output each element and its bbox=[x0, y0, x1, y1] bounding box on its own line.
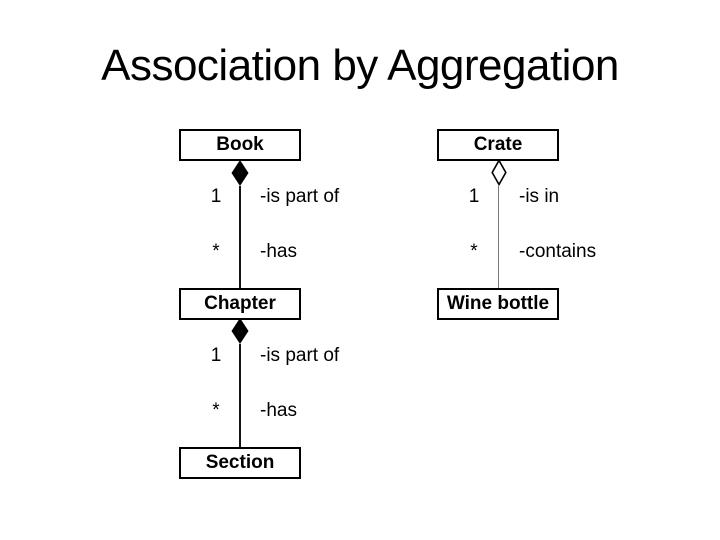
multiplicity-label: 1 bbox=[468, 186, 480, 207]
aggregation-diamond-icon bbox=[490, 158, 508, 187]
class-name: Section bbox=[205, 452, 275, 473]
class-box-wine-bottle: Wine bottle bbox=[437, 288, 559, 320]
class-name: Crate bbox=[473, 134, 523, 155]
class-name: Chapter bbox=[204, 293, 276, 314]
role-label: -is in bbox=[519, 186, 560, 207]
composition-diamond-icon bbox=[230, 318, 250, 344]
multiplicity-label: * bbox=[212, 400, 220, 421]
role-label: -has bbox=[260, 241, 297, 262]
slide-title: Association by Aggregation bbox=[101, 41, 619, 90]
association-line bbox=[239, 344, 241, 447]
association-line bbox=[498, 186, 499, 288]
class-name: Book bbox=[216, 134, 264, 155]
association-line bbox=[239, 186, 241, 288]
class-box-chapter: Chapter bbox=[179, 288, 301, 320]
composition-diamond-icon bbox=[230, 160, 250, 186]
multiplicity-label: * bbox=[212, 241, 220, 262]
class-box-book: Book bbox=[179, 129, 301, 161]
role-label: -is part of bbox=[260, 345, 340, 366]
class-name: Wine bottle bbox=[446, 293, 550, 314]
role-label: -is part of bbox=[260, 186, 340, 207]
class-box-section: Section bbox=[179, 447, 301, 479]
role-label: -has bbox=[260, 400, 297, 421]
multiplicity-label: 1 bbox=[210, 345, 222, 366]
class-box-crate: Crate bbox=[437, 129, 559, 161]
multiplicity-label: * bbox=[470, 241, 478, 262]
role-label: -contains bbox=[519, 241, 597, 262]
multiplicity-label: 1 bbox=[210, 186, 222, 207]
